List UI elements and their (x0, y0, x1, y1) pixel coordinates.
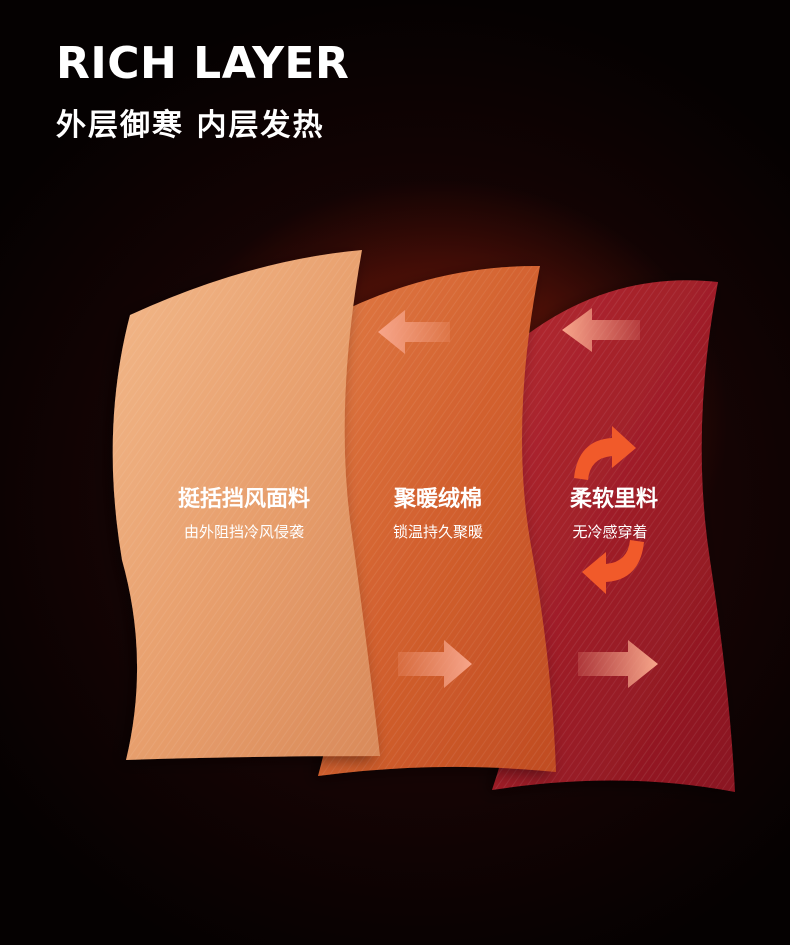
arrow-right-icon (398, 640, 472, 688)
page-title: RICH LAYER (56, 38, 350, 89)
layer-lining (492, 280, 735, 792)
layer-padding-description: 锁温持久聚暖 (393, 523, 483, 541)
cycle-arrows-icon (574, 426, 644, 594)
arrow-left-icon (378, 310, 450, 354)
layer-shell (112, 250, 380, 760)
layer-lining-title: 柔软里料 (570, 486, 658, 512)
layer-padding-title: 聚暖绒棉 (393, 486, 482, 512)
layer-shell-description: 由外阻挡冷风侵袭 (184, 523, 304, 541)
layer-padding (318, 265, 556, 776)
arrow-left-icon (562, 308, 640, 352)
layer-shell-title: 挺括挡风面料 (178, 487, 310, 512)
layer-lining-description: 无冷感穿着 (572, 523, 647, 541)
page-subtitle: 外层御寒 内层发热 (56, 108, 325, 143)
arrow-right-icon (578, 640, 658, 688)
